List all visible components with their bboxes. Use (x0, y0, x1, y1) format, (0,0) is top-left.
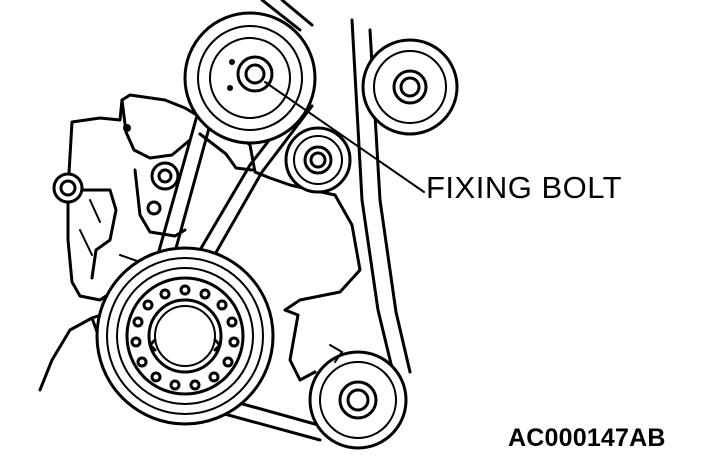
upper-idler-pulley (361, 38, 459, 136)
tensioner-pulley (183, 11, 317, 145)
lower-idler-pulley (308, 344, 408, 450)
bracket-bolts (52, 124, 180, 216)
fixing-bolt-label: FIXING BOLT (426, 170, 623, 205)
crankshaft-pulley (95, 246, 275, 426)
middle-idler-pulley (284, 126, 352, 194)
callout-leader-line (264, 81, 425, 193)
figure-code: AC000147AB (508, 424, 666, 452)
